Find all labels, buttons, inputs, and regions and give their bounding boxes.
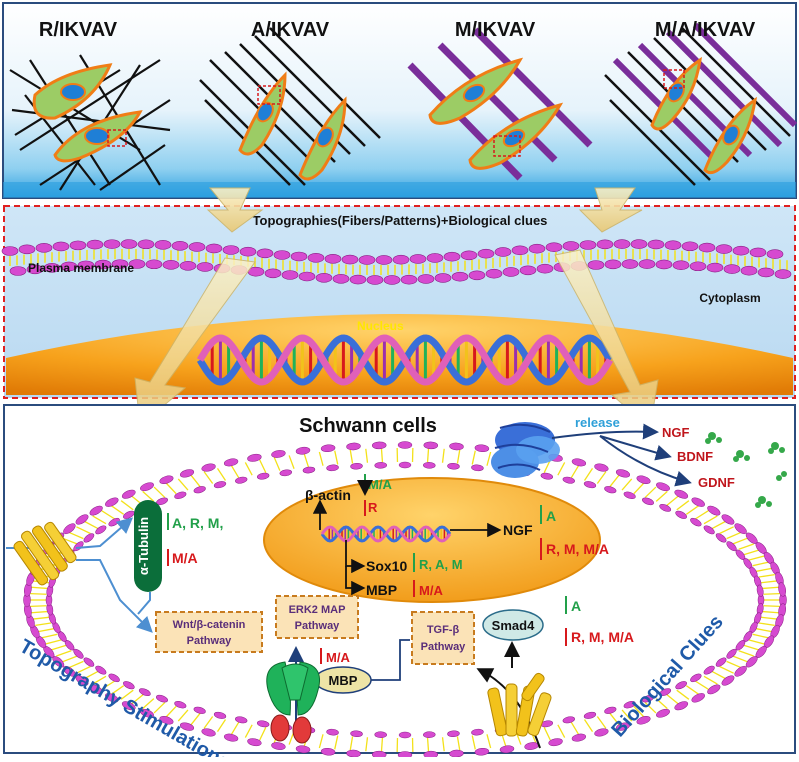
smad4-label: Smad4 — [492, 618, 535, 633]
factor-bdnf: BDNF — [677, 449, 713, 464]
middle-title: Topographies(Fibers/Patterns)+Biological… — [253, 213, 548, 228]
factor-gdnf: GDNF — [698, 475, 735, 490]
water-band — [3, 182, 796, 198]
label-a-ikvav: A/IKVAV — [251, 19, 330, 41]
beta-actin-up-value: R — [368, 500, 378, 515]
label-r-ikvav: R/IKVAV — [39, 19, 118, 41]
tubulin-up-value: M/A — [172, 550, 198, 566]
mbp-oval-label: MBP — [329, 673, 358, 688]
ngf-down-value: A — [546, 508, 556, 524]
cytoplasm-label: Cytoplasm — [699, 291, 760, 305]
tgf-line2: Pathway — [421, 641, 467, 653]
label-m-ikvav: M/IKVAV — [455, 19, 536, 41]
alpha-tubulin: α-Tubulin — [134, 500, 162, 592]
beta-actin-down-value: M/A — [368, 477, 392, 492]
sox10-label: Sox10 — [366, 558, 407, 574]
tgf-line1: TGF-β — [427, 624, 460, 636]
wnt-line2: Pathway — [187, 635, 233, 647]
bottom-panel: Schwann cells release NGF BDNF GDNF — [4, 405, 795, 757]
top-panel: R/IKVAV A/IKVAV M/IKVAV M/A/IKVAV — [3, 3, 796, 198]
ngf-label: NGF — [503, 522, 533, 538]
mbp-oval: MBP — [315, 667, 371, 693]
alpha-tubulin-label: α-Tubulin — [136, 517, 151, 575]
smad4-down-value: A — [571, 598, 581, 614]
plasma-membrane-label: Plasma membrane — [28, 261, 134, 275]
ngf-up-value: R, M, M/A — [546, 541, 609, 557]
tubulin-down-value: A, R, M, — [172, 515, 223, 531]
erk-line2: Pathway — [295, 620, 341, 632]
schwann-title: Schwann cells — [299, 415, 437, 437]
mbp-oval-up-value: M/A — [326, 650, 350, 665]
beta-actin-label: β-actin — [305, 487, 351, 503]
mbp-up-value: M/A — [419, 583, 443, 598]
tgf-pathway-box: TGF-β Pathway — [412, 612, 474, 664]
sox10-down-value: R, A, M — [419, 557, 463, 572]
release-label: release — [575, 415, 620, 430]
nucleus-label: Nucleus — [357, 319, 404, 333]
middle-panel: Topographies(Fibers/Patterns)+Biological… — [2, 206, 795, 398]
label-m-a-ikvav: M/A/IKVAV — [655, 19, 756, 41]
smad4-up-value: R, M, M/A — [571, 629, 634, 645]
erk-line1: ERK2 MAP — [289, 604, 346, 616]
erk-pathway-box: ERK2 MAP Pathway — [276, 596, 358, 638]
wnt-line1: Wnt/β-catenin — [173, 619, 246, 631]
smad4-oval: Smad4 — [483, 610, 543, 640]
factor-ngf: NGF — [662, 425, 690, 440]
wnt-pathway-box: Wnt/β-catenin Pathway — [156, 612, 262, 652]
mbp-label: MBP — [366, 582, 397, 598]
